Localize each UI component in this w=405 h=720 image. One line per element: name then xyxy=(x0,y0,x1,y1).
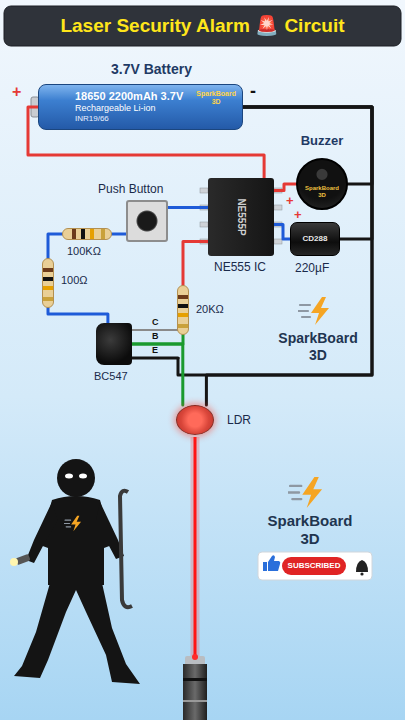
polarity-mark: - xyxy=(250,82,256,100)
button-text: SUBSCRIBED xyxy=(288,561,341,571)
part-label: 3.7V Battery xyxy=(111,60,192,78)
brand-logo xyxy=(288,477,322,508)
part-label: Buzzer xyxy=(301,133,344,149)
wire xyxy=(48,234,62,258)
wire xyxy=(274,184,296,191)
wire xyxy=(112,233,126,236)
value-label: 100KΩ xyxy=(67,244,101,258)
polarity-mark: + xyxy=(12,84,21,100)
thief-figure xyxy=(10,459,140,684)
laser-beam xyxy=(194,437,197,658)
cap-marking: CD288 xyxy=(303,234,328,244)
push-button: Push Button xyxy=(126,200,168,242)
value-label: 100Ω xyxy=(61,273,88,287)
transistor: BC547 xyxy=(96,323,132,365)
brand-mark: SparkBoard 3D xyxy=(196,90,236,106)
wire xyxy=(168,206,208,209)
brand-mark: SparkBoard 3D xyxy=(305,185,339,199)
polarity-mark: + xyxy=(286,194,294,207)
pin-label: C xyxy=(152,318,159,327)
pin-label: B xyxy=(152,332,159,341)
title-bar: Laser Security Alarm 🚨 Circuit xyxy=(0,6,405,46)
chip-marking: NE555P xyxy=(235,198,247,235)
subscribe-button: SUBSCRIBED xyxy=(282,557,346,575)
wire xyxy=(206,107,372,405)
brand-name: SparkBoard 3D xyxy=(267,512,352,548)
buzzer: BuzzerSparkBoard 3D xyxy=(296,158,348,210)
part-label: NE555 IC xyxy=(214,260,266,275)
ne555-chip: NE555PNE555 IC xyxy=(208,178,274,256)
wire xyxy=(48,308,108,323)
battery: 3.7V Battery18650 2200mAh 3.7VRechargeab… xyxy=(38,84,243,130)
pin-label: E xyxy=(152,346,158,355)
polarity-mark: + xyxy=(294,208,302,221)
brand-logo xyxy=(298,297,329,325)
laser-pointer xyxy=(183,654,207,720)
resistor: 100Ω xyxy=(42,258,54,308)
title-text: Laser Security Alarm 🚨 Circuit xyxy=(60,14,344,38)
brand-name: SparkBoard 3D xyxy=(278,330,357,364)
wire xyxy=(132,344,183,405)
wire xyxy=(132,107,372,375)
part-label: LDR xyxy=(227,413,251,428)
part-label: Push Button xyxy=(98,182,163,197)
title-band xyxy=(4,6,401,46)
subscribe-bar xyxy=(258,552,372,580)
resistor: 100KΩ xyxy=(62,228,112,240)
value-label: 20KΩ xyxy=(196,302,224,316)
laser-glow xyxy=(191,437,200,658)
part-label: BC547 xyxy=(94,369,128,383)
resistor: 20KΩ xyxy=(177,285,189,335)
ldr-sensor: LDR xyxy=(176,405,214,435)
wire xyxy=(274,225,290,240)
battery-type: Rechargeable Li-ion xyxy=(75,103,234,114)
battery-code: INR19/66 xyxy=(75,114,234,124)
capacitor: CD288220µF xyxy=(290,222,340,256)
value-label: 220µF xyxy=(295,261,329,276)
wire xyxy=(183,242,208,286)
